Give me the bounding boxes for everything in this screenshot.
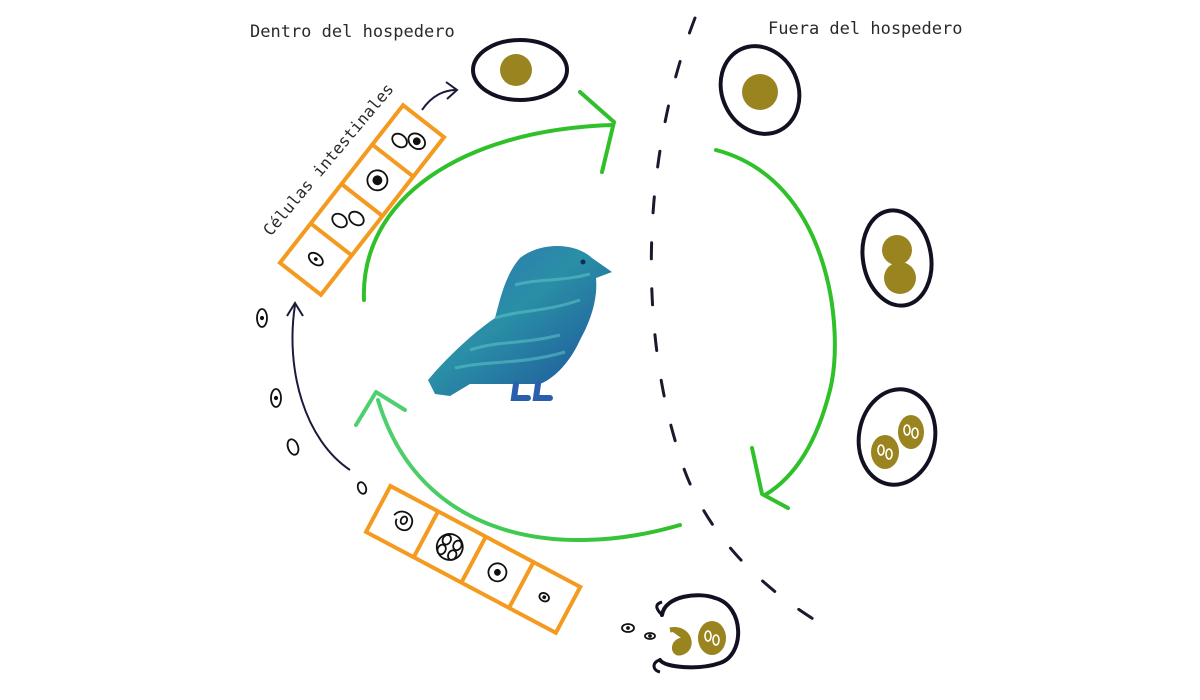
sporozoite-icon	[621, 623, 656, 640]
outside-host-label: Fuera del hospedero	[768, 19, 963, 39]
reinfection-arrow	[291, 304, 351, 471]
reinfection-arrow-head	[286, 301, 304, 317]
cycle-arrow-right-head	[750, 446, 790, 510]
oocyst-unsporulated-icon	[718, 44, 802, 136]
intestinal-cells-top	[277, 102, 447, 298]
cycle-arrow-bottom	[376, 398, 682, 543]
cycle-arrow-bottom-head	[354, 390, 407, 427]
oocyst-sporulated-icon	[856, 387, 938, 487]
oocyst-hatching-icon	[652, 593, 741, 674]
sporozoite-icon	[256, 308, 368, 495]
release-arrow	[421, 89, 457, 111]
release-arrow-head	[445, 81, 459, 100]
cycle-arrow-top-head	[578, 90, 616, 174]
oocyst-dividing-icon	[860, 208, 934, 308]
intestinal-cells-bottom	[363, 483, 583, 636]
bird-icon	[428, 246, 612, 401]
oocyst-icon	[471, 38, 569, 102]
inside-host-label: Dentro del hospedero	[250, 22, 455, 42]
cycle-arrow-top	[361, 123, 614, 302]
cycle-arrow-right	[714, 148, 837, 497]
